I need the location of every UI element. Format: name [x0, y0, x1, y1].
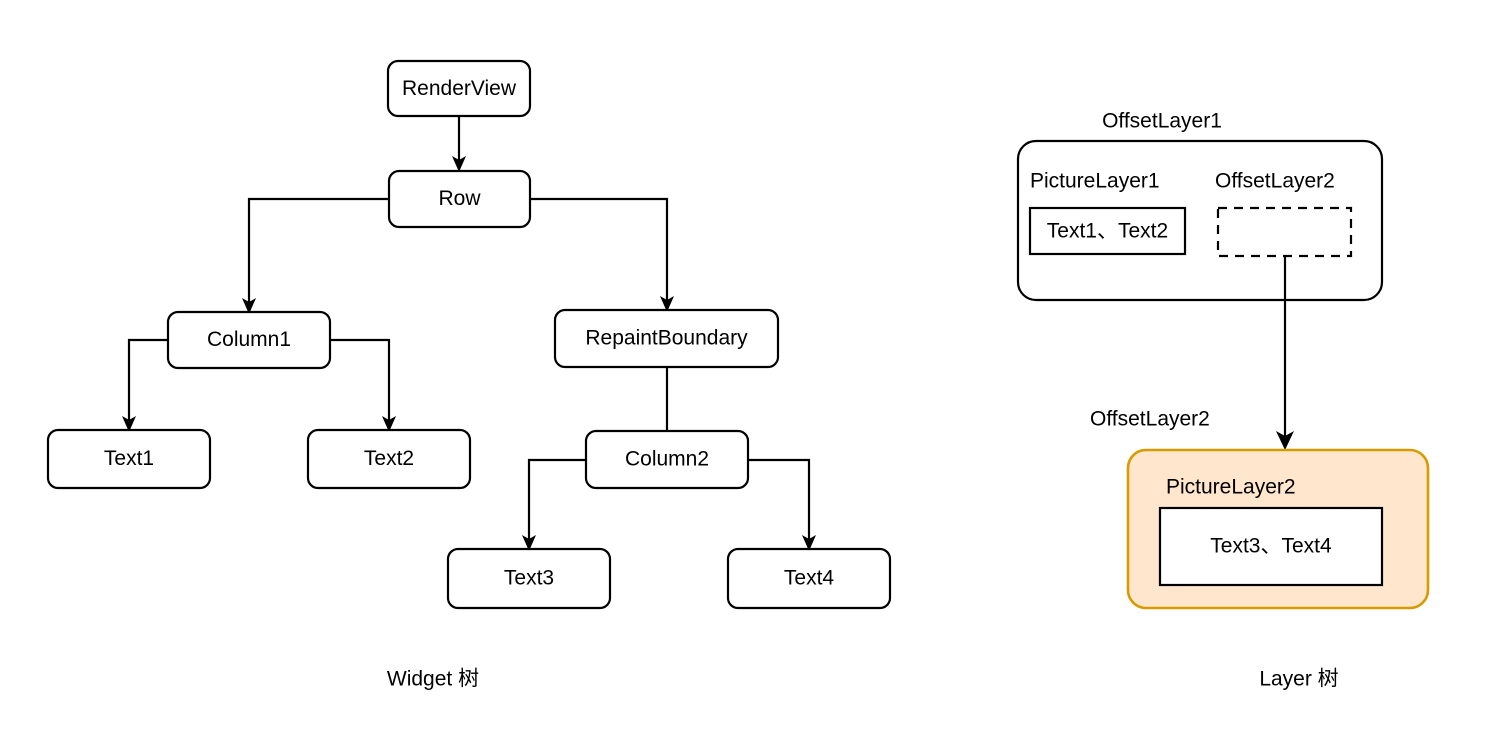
offset-layer2-inner-title-label: OffsetLayer2 — [1215, 170, 1335, 193]
picture-layer1-content-label: Text1、Text2 — [1047, 220, 1168, 243]
node-row[interactable]: Row — [387, 169, 532, 229]
node-column1-label: Column1 — [207, 328, 291, 351]
edge-row-to-repaintboundary — [530, 197, 674, 312]
node-text3-label: Text3 — [504, 567, 554, 590]
widget-tree-caption: Widget 树 — [387, 668, 479, 691]
edge-column2-to-text4 — [748, 458, 816, 551]
edge-column1-to-text2 — [330, 338, 396, 432]
node-renderview[interactable]: RenderView — [386, 59, 532, 118]
edge-renderview-to-row — [452, 116, 466, 172]
node-row-box[interactable] — [387, 169, 532, 229]
node-text3[interactable]: Text3 — [446, 547, 612, 610]
node-repaintboundary-label: RepaintBoundary — [585, 327, 748, 350]
picture-layer2-content-box[interactable]: Text3、Text4 — [1158, 506, 1384, 587]
node-text4[interactable]: Text4 — [726, 547, 892, 610]
node-text4-label: Text4 — [784, 567, 835, 590]
offset-layer1-box[interactable] — [1016, 139, 1384, 302]
edge-offsetlayer2-placeholder-to-offsetlayer2 — [1276, 256, 1294, 450]
node-renderview-label: RenderView — [402, 77, 517, 100]
node-column2-box[interactable] — [584, 429, 750, 490]
picture-layer1-title-label: PictureLayer1 — [1030, 170, 1160, 193]
offset-layer2-title-label: OffsetLayer2 — [1090, 408, 1210, 431]
picture-layer1-content-rect[interactable] — [1028, 206, 1187, 256]
node-repaintboundary[interactable]: RepaintBoundary — [553, 308, 780, 369]
node-text2-box[interactable] — [306, 428, 472, 490]
picture-layer2-title-label: PictureLayer2 — [1166, 476, 1296, 499]
widget-tree-edges — [122, 116, 816, 551]
node-text1-label: Text1 — [104, 447, 154, 470]
node-column1[interactable]: Column1 — [166, 310, 332, 370]
node-text3-box[interactable] — [446, 547, 612, 610]
node-text4-box[interactable] — [726, 547, 892, 610]
node-row-label: Row — [438, 187, 481, 210]
edge-column1-to-text1 — [122, 338, 168, 432]
layer-tree: OffsetLayer1 PictureLayer1 Text1、Text2 O… — [1016, 110, 1430, 610]
captions: Widget 树 Layer 树 — [387, 668, 1339, 691]
node-text2[interactable]: Text2 — [306, 428, 472, 490]
offset-layer1-title-label: OffsetLayer1 — [1102, 110, 1222, 133]
layer-tree-caption: Layer 树 — [1259, 668, 1338, 691]
picture-layer2-content-rect[interactable] — [1158, 506, 1384, 587]
picture-layer1-content-box[interactable]: Text1、Text2 — [1028, 206, 1187, 256]
widget-tree-nodes: RenderView Row Column1 RepaintBoundary T… — [46, 59, 892, 610]
picture-layer2-content-label: Text3、Text4 — [1210, 535, 1332, 558]
node-column1-box[interactable] — [166, 310, 332, 370]
edge-column2-to-text3 — [522, 458, 587, 551]
node-renderview-box[interactable] — [386, 59, 532, 118]
node-text2-label: Text2 — [364, 447, 414, 470]
node-text1-box[interactable] — [46, 428, 212, 490]
node-column2-label: Column2 — [625, 448, 709, 471]
node-repaintboundary-box[interactable] — [553, 308, 780, 369]
node-text1[interactable]: Text1 — [46, 428, 212, 490]
node-column2[interactable]: Column2 — [584, 429, 750, 490]
edge-row-to-column1 — [242, 197, 389, 314]
offset-layer1-container[interactable] — [1016, 139, 1384, 302]
